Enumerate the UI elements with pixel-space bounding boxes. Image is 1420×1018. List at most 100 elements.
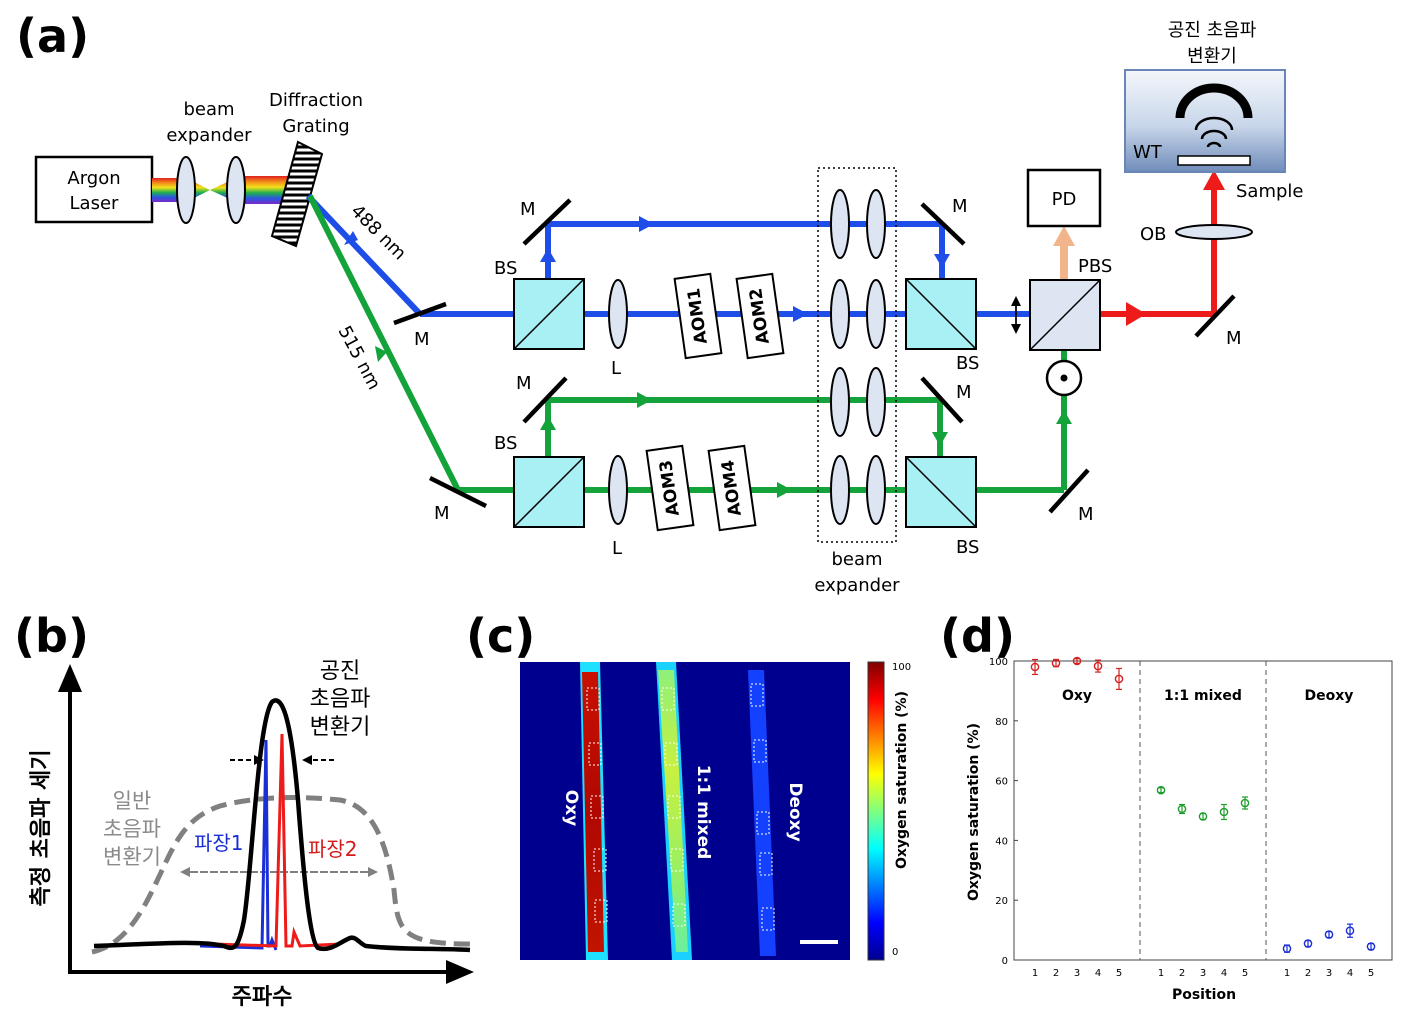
green-upper-arrow bbox=[637, 392, 652, 408]
b-general-label-3: 변환기 bbox=[103, 845, 161, 869]
panel-b: (b) 측정 초음파 세기 주파수 공진 초음파 변환기 일반 초음파 변환기 … bbox=[14, 609, 474, 1010]
d-point-0-2 bbox=[1051, 658, 1061, 668]
argon-laser-label-1: Argon bbox=[67, 168, 120, 189]
transducer-title-2: 변환기 bbox=[1187, 46, 1237, 67]
c-label-deoxy: Deoxy bbox=[785, 782, 805, 841]
d-point-2-5 bbox=[1366, 942, 1376, 951]
blue-up-arrow bbox=[540, 248, 556, 262]
d-plot-frame bbox=[1013, 660, 1393, 961]
aom-2: AOM2 bbox=[735, 272, 785, 360]
ob-label: OB bbox=[1140, 224, 1167, 245]
d-xtick-label-0-3: 3 bbox=[1074, 968, 1080, 979]
d-point-2-4 bbox=[1345, 926, 1355, 935]
mirror-5 bbox=[920, 202, 966, 246]
lens-2 bbox=[608, 455, 628, 525]
beam-splitter-4 bbox=[905, 456, 977, 528]
mirror-1-label: M bbox=[414, 329, 430, 350]
mirror-2 bbox=[428, 475, 488, 509]
wave-icon-3 bbox=[1206, 141, 1222, 148]
panel-c: (c) Oxy 1:1 mixed Deoxy 100 0 Oxygen s bbox=[466, 609, 911, 961]
mirror-8-label: M bbox=[1226, 328, 1242, 349]
b-xlabel: 주파수 bbox=[232, 985, 293, 1010]
expander-lens-2 bbox=[226, 156, 246, 224]
d-point-1-5 bbox=[1240, 798, 1250, 808]
mirror-4 bbox=[522, 376, 568, 424]
diffraction-grating-label-2: Grating bbox=[282, 116, 349, 137]
photodiode-box bbox=[1026, 168, 1102, 228]
c-oxy-vessel bbox=[582, 672, 604, 952]
d-xtick-label-1-2: 2 bbox=[1179, 968, 1185, 979]
pbs-label: PBS bbox=[1078, 256, 1112, 277]
b-x-axis-arrow bbox=[446, 960, 474, 984]
c-roi-boxes bbox=[586, 683, 775, 931]
blue-down-arrow bbox=[934, 254, 950, 268]
b-general-label-2: 초음파 bbox=[103, 817, 161, 841]
green-main-arrow bbox=[777, 482, 792, 498]
d-xtick-label-0-2: 2 bbox=[1053, 968, 1059, 979]
b-wavelength1-label: 파장1 bbox=[194, 831, 244, 855]
lens-2-label: L bbox=[612, 538, 622, 559]
wt-label: WT bbox=[1133, 142, 1163, 163]
green-down-arrow bbox=[932, 432, 948, 446]
d-group-label-0: Oxy bbox=[1062, 688, 1092, 704]
bs-1-label: BS bbox=[494, 258, 517, 279]
d-xtick-label-0-4: 4 bbox=[1095, 968, 1101, 979]
d-ytick-label-100: 100 bbox=[989, 657, 1008, 668]
transducer-icon bbox=[1175, 83, 1253, 119]
d-ytick-label-60: 60 bbox=[995, 777, 1008, 788]
d-ytick-label-0: 0 bbox=[1002, 956, 1008, 967]
c-colorbar-min: 0 bbox=[892, 947, 898, 958]
b-wavelength2-label: 파장2 bbox=[308, 837, 358, 861]
d-point-0-1 bbox=[1030, 662, 1040, 672]
d-ytick-label-80: 80 bbox=[995, 717, 1008, 728]
beam-expander-label-1: beam bbox=[183, 99, 234, 120]
beam-splitter-1 bbox=[513, 278, 585, 350]
b-resonant-label-1: 공진 bbox=[320, 659, 360, 684]
diffraction-grating bbox=[270, 140, 324, 248]
beam-expander-label-2: expander bbox=[166, 125, 252, 146]
b-wavelength2-line bbox=[213, 733, 341, 948]
blue-main-arrow bbox=[793, 306, 808, 322]
wave-icon-1 bbox=[1194, 116, 1234, 131]
pd-label: PD bbox=[1052, 189, 1077, 210]
beam-488-diag bbox=[305, 193, 423, 317]
panel-label-a: (a) bbox=[16, 9, 89, 63]
mirror-7-label: M bbox=[1078, 504, 1094, 525]
b-general-label-1: 일반 bbox=[113, 789, 152, 813]
green-vertical-arrow bbox=[1056, 410, 1072, 424]
lens-1 bbox=[608, 279, 628, 349]
d-xtick-label-1-4: 4 bbox=[1221, 968, 1227, 979]
c-label-mixed: 1:1 mixed bbox=[693, 765, 713, 860]
beam-splitter-3 bbox=[905, 278, 977, 350]
red-up-arrow bbox=[1203, 170, 1225, 190]
c-colorbar-label: Oxygen saturation (%) bbox=[894, 691, 910, 869]
c-label-oxy: Oxy bbox=[561, 790, 581, 827]
red-output-arrow bbox=[1126, 302, 1146, 326]
b-resonant-label-2: 초음파 bbox=[310, 687, 371, 712]
d-point-0-5 bbox=[1114, 674, 1124, 684]
b-y-axis-arrow bbox=[58, 664, 82, 692]
panel-label-b: (b) bbox=[14, 609, 89, 663]
d-group-label-2: Deoxy bbox=[1305, 688, 1354, 704]
aom-3: AOM3 bbox=[645, 444, 695, 532]
d-point-2-3 bbox=[1324, 930, 1334, 939]
d-group-label-1: 1:1 mixed bbox=[1164, 688, 1242, 704]
mirror-4-label: M bbox=[516, 373, 532, 394]
wavelength-488-label: 488 nm bbox=[346, 201, 410, 265]
mirror-6 bbox=[920, 376, 964, 424]
mirror-3-label: M bbox=[520, 199, 536, 220]
d-point-1-2 bbox=[1177, 804, 1187, 814]
d-point-0-3 bbox=[1072, 656, 1082, 666]
d-xtick-label-2-5: 5 bbox=[1368, 968, 1374, 979]
beam-expander-box bbox=[817, 167, 897, 543]
beam-488-arrow bbox=[344, 231, 358, 245]
c-colorbar bbox=[867, 661, 885, 961]
mirror-3 bbox=[522, 198, 572, 246]
mirror-8 bbox=[1194, 294, 1236, 338]
bs-4-label: BS bbox=[956, 537, 979, 558]
panel-a: (a) Argon Laser beam expander Diffractio… bbox=[16, 9, 1304, 596]
wave-icon-2 bbox=[1200, 129, 1228, 140]
beam-expander-lenses bbox=[830, 189, 886, 525]
aom-1: AOM1 bbox=[673, 272, 723, 360]
argon-laser-box bbox=[34, 155, 154, 224]
